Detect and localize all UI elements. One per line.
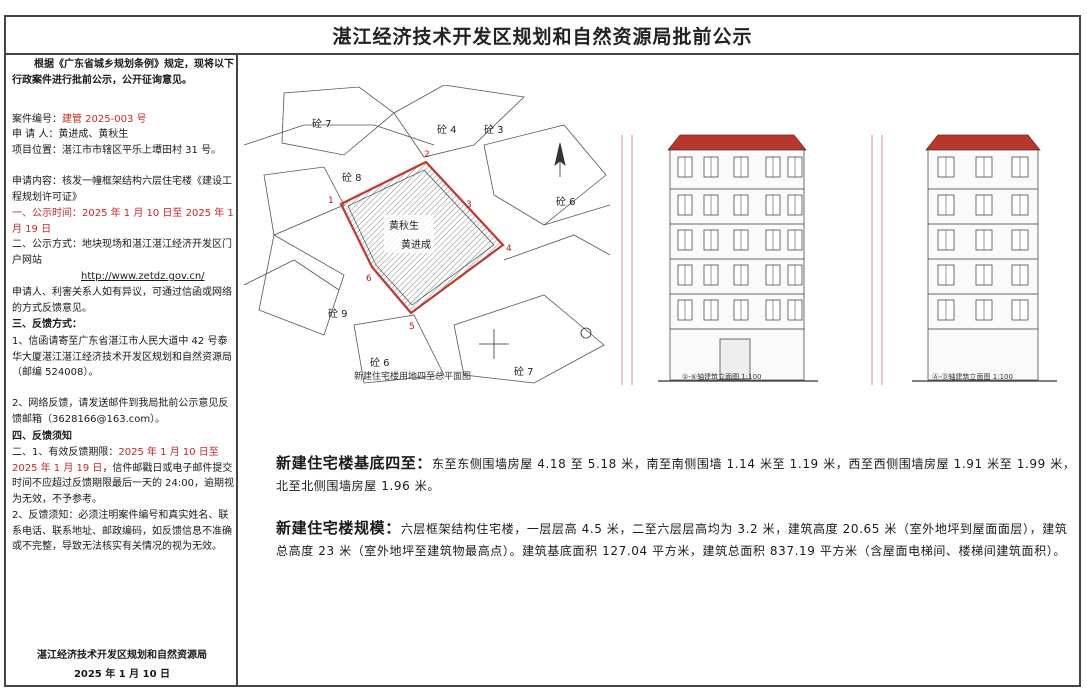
left-info-panel: 根据《广东省城乡规划条例》规定，现将以下行政案件进行批前公示，公开征询意见。 案… [6, 55, 238, 687]
site-plan-drawing: 黄秋生 黄进成 砼 7 砼 4 砼 3 砼 8 砼 6 砼 9 砼 6 砼 7 … [244, 85, 610, 384]
front-windows [677, 156, 803, 321]
north-arrow-icon [554, 142, 566, 177]
notice-period-value: 2025 年 1 月 10 日至 2025 年 1 月 19 日 [12, 208, 234, 235]
front-roof [667, 134, 807, 151]
owner-name-2: 黄进成 [401, 238, 431, 251]
notice-method-value: 地块现场和湛江湛江经济开发区门户网站 [12, 239, 232, 266]
right-content-panel: 黄秋生 黄进成 砼 7 砼 4 砼 3 砼 8 砼 6 砼 9 砼 6 砼 7 … [240, 55, 1079, 687]
feedback-period-rest: ，信件邮戳日或电子邮件提交时间不应超过反馈期限最后一天的 24:00，逾期视为无… [12, 462, 234, 505]
front-elevation-caption: ①-⑥轴建筑立面图 1:100 [682, 372, 761, 381]
feedback-period-item: 二、1、有效反馈期限：2025 年 1 月 10 日至 2025 年 1 月 1… [12, 445, 234, 507]
neighbor-label-8: 砼 7 [514, 365, 534, 378]
survey-mark-icon [580, 327, 592, 339]
issue-date: 2025 年 1 月 10 日 [73, 669, 171, 680]
feedback-email-item: 2、网络反馈，请发送邮件到我局批前公示意见反馈邮箱（3628166@163.co… [12, 398, 229, 425]
location-label: 项目位置： [12, 145, 62, 156]
feedback-period-prefix: 二、1、有效反馈期限： [12, 447, 119, 458]
notice-method-label: 二、公示方式： [12, 239, 82, 250]
objection-text: 申请人、利害关系人如有异议，可通过信函或网络的方式反馈意见。 [12, 287, 232, 314]
issuer-name: 湛江经济技术开发区规划和自然资源局 [37, 650, 207, 661]
front-elevation-drawing: ①-⑥轴建筑立面图 1:100 [621, 134, 818, 385]
objection-row: 申请人、利害关系人如有异议，可通过信函或网络的方式反馈意见。 [12, 285, 234, 316]
boundary-heading: 新建住宅楼基底四至： [276, 454, 433, 472]
content-value: 核发一幢框架结构六层住宅楼《建设工程规划许可证》 [12, 176, 232, 203]
crosshair-icon [479, 329, 509, 359]
location-row: 项目位置：湛江市市辖区平乐上墰田村 31 号。 [12, 143, 234, 159]
neighbor-label-7: 砼 6 [370, 356, 390, 369]
front-door [719, 338, 751, 380]
scale-description: 新建住宅楼规模：六层框架结构住宅楼，一层层高 4.5 米，二至六层层高均为 3.… [276, 517, 1076, 562]
point-label-3: 3 [466, 200, 472, 210]
intro-text: 根据《广东省城乡规划条例》规定，现将以下行政案件进行批前公示，公开征询意见。 [12, 59, 234, 86]
location-value: 湛江市市辖区平乐上墰田村 31 号。 [62, 145, 222, 156]
neighbor-lots [244, 85, 610, 384]
title-bar: 湛江经济技术开发区规划和自然资源局批前公示 [6, 17, 1079, 55]
feedback-letter-item: 1、信函请寄至广东省湛江市人民大道中 42 号泰华大厦湛江湛江经济技术开发区规划… [12, 336, 232, 378]
neighbor-label-6: 砼 9 [328, 307, 348, 320]
case-number-value: 建管 2025-003 号 [62, 114, 147, 125]
feedback-notes-title: 四、反馈须知 [12, 431, 72, 442]
neighbor-label-3: 砼 3 [484, 123, 504, 136]
feedback-period-dates: 2025 年 1 月 10 日至 2025 年 1 月 19 日 [12, 447, 219, 474]
neighbor-label-1: 砼 7 [312, 117, 332, 130]
website-row: http://www.zetdz.gov.cn/ [81, 269, 231, 285]
page-title: 湛江经济技术开发区规划和自然资源局批前公示 [332, 25, 753, 48]
case-number-label: 案件编号： [12, 114, 62, 125]
side-elevation-drawing: Ⓐ-Ⓓ轴建筑立面图 1:100 [871, 134, 1057, 385]
point-label-2: 2 [424, 150, 430, 160]
applicant-label: 申 请 人： [12, 129, 59, 140]
notice-period-row: 一、公示时间：2025 年 1 月 10 日至 2025 年 1 月 19 日 [12, 206, 234, 237]
side-windows [937, 156, 1029, 321]
site-plan-caption: 新建住宅楼用地四至总平面图 [354, 370, 471, 382]
applicant-row: 申 请 人：黄进成、黄秋生 [12, 127, 234, 143]
neighbor-label-5: 砼 6 [556, 195, 576, 208]
notice-frame: 湛江经济技术开发区规划和自然资源局批前公示 根据《广东省城乡规划条例》规定，现将… [4, 15, 1081, 687]
applicant-value: 黄进成、黄秋生 [58, 129, 129, 140]
point-label-1: 1 [328, 196, 334, 206]
feedback-requirements-item: 2、反馈须知：必须注明案件编号和真实姓名、联系电话、联系地址、邮政编码，如反馈信… [12, 510, 232, 552]
boundary-text: 东至东侧围墙房屋 4.18 至 5.18 米，南至南侧围墙 1.14 米至 1.… [276, 457, 1076, 493]
scale-text: 六层框架结构住宅楼，一层层高 4.5 米，二至六层层高均为 3.2 米，建筑高度… [276, 522, 1068, 558]
feedback-method-title: 三、反馈方式： [12, 319, 82, 330]
side-elevation-caption: Ⓐ-Ⓓ轴建筑立面图 1:100 [932, 372, 1013, 381]
owner-name-1: 黄秋生 [389, 219, 419, 232]
website-link[interactable]: http://www.zetdz.gov.cn/ [81, 271, 205, 282]
content-label: 申请内容： [12, 176, 62, 187]
content-row: 申请内容：核发一幢框架结构六层住宅楼《建设工程规划许可证》 [12, 174, 234, 205]
case-number-row: 案件编号：建管 2025-003 号 [12, 112, 234, 128]
point-label-4: 4 [506, 244, 512, 254]
scale-heading: 新建住宅楼规模： [276, 519, 401, 537]
point-label-5: 5 [409, 322, 415, 332]
notice-period-label: 一、公示时间： [12, 208, 82, 219]
notice-method-row: 二、公示方式：地块现场和湛江湛江经济开发区门户网站 [12, 237, 234, 268]
side-roof [925, 134, 1041, 151]
neighbor-label-4: 砼 8 [342, 171, 362, 184]
neighbor-label-2: 砼 4 [437, 123, 457, 136]
boundary-description: 新建住宅楼基底四至：东至东侧围墙房屋 4.18 至 5.18 米，南至南侧围墙 … [276, 452, 1076, 497]
point-label-6: 6 [366, 274, 372, 284]
